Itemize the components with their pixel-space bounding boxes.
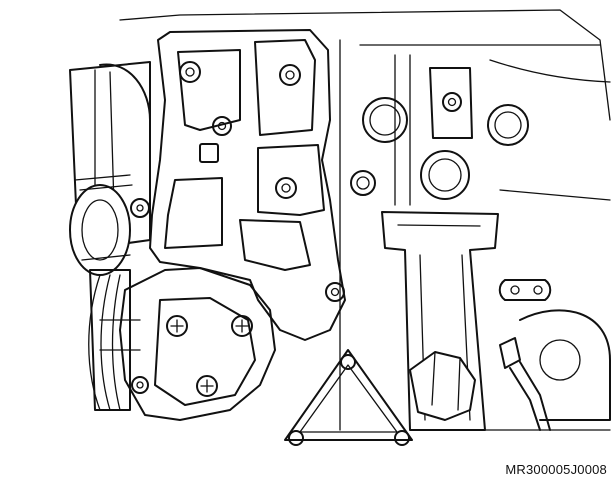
pulley-assembly — [69, 61, 151, 411]
filter-housing — [381, 211, 499, 431]
center-rib — [429, 67, 473, 139]
figure-code-label: MR300005J0008 — [505, 462, 607, 477]
coolant-ports — [350, 97, 529, 200]
right-small-bracket — [498, 279, 611, 431]
lower-mounting-plate — [119, 267, 276, 421]
main-bracket — [149, 29, 346, 341]
gasket-plate — [284, 349, 413, 446]
